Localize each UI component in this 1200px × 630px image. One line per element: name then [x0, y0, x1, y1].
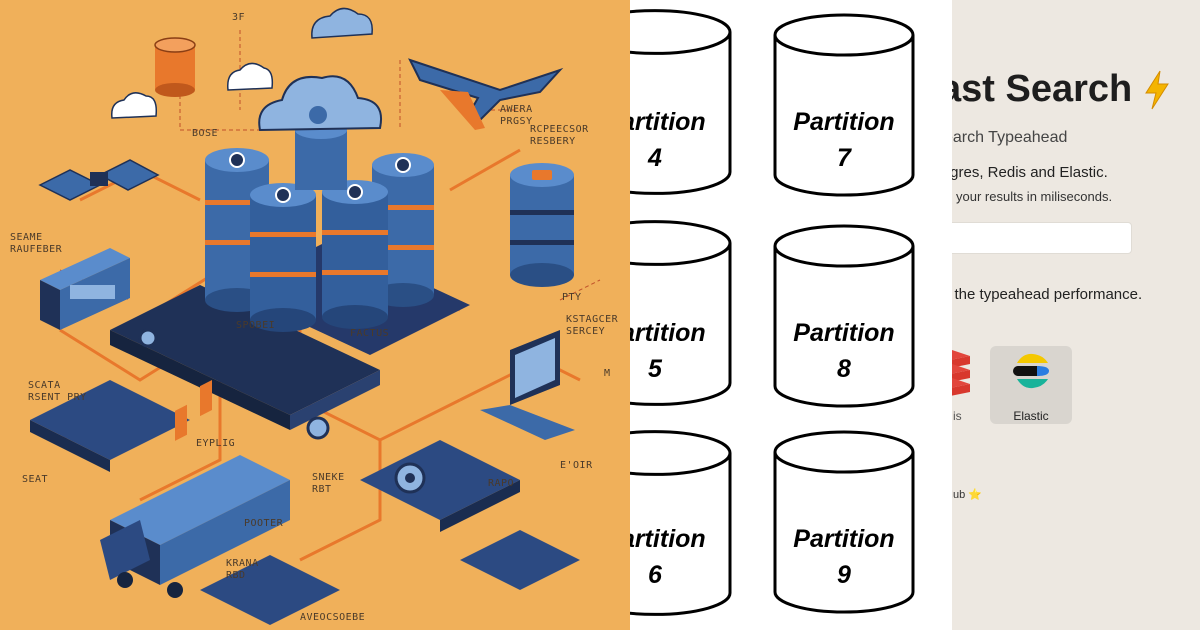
partition-label-8: Partition [793, 319, 894, 347]
laptop-icon [480, 330, 575, 440]
ill-label-8: EYPLIG [196, 438, 235, 449]
partition-cylinder-9: Partition 9 [773, 430, 915, 614]
satellite-icon [38, 159, 160, 201]
airplane-icon [408, 58, 564, 130]
partition-cylinder-7: Partition 7 [773, 13, 915, 197]
partition-label-5: Partition [630, 319, 706, 347]
partition-cylinder-8: Partition 8 [773, 224, 915, 408]
ill-label-14: AVEOCSOEBE [300, 612, 365, 623]
partition-number-8: 8 [837, 355, 851, 383]
partition-label-9: Partition [793, 525, 894, 553]
elastic-icon [1013, 353, 1049, 389]
ill-label-0: 3F [232, 12, 245, 23]
partition-cylinder-4: Partition 4 [630, 9, 732, 195]
database-cylinders [205, 148, 574, 332]
storage-bucket-icon [154, 37, 196, 97]
ill-label-18: M [604, 368, 611, 379]
performance-text: e the typeahead performance. [952, 286, 1143, 303]
partition-label-7: Partition [793, 108, 894, 136]
search-input[interactable] [952, 222, 1132, 254]
ill-label-6: SPOBEI [236, 320, 275, 331]
ill-label-16: BOSE [192, 128, 218, 139]
truck-icon [100, 379, 290, 598]
partition-number-7: 7 [837, 144, 852, 172]
description-line-1: tgres, Redis and Elastic. [952, 164, 1108, 181]
ill-label-12: E'OIR [560, 460, 593, 471]
ill-label-10: POOTER [244, 518, 284, 529]
partition-cylinder-6: Partition 6 [630, 430, 732, 616]
cloud-icons [111, 7, 373, 119]
page-title: ast Search [952, 68, 1133, 110]
partition-number-5: 5 [648, 355, 663, 383]
ill-label-15: SEAT [22, 474, 48, 485]
page-title-row: ast Search [952, 68, 1171, 111]
redis-tile[interactable] [952, 346, 970, 424]
elastic-tile-label: Elastic [1013, 409, 1049, 423]
ill-label-17: PTY [562, 292, 582, 303]
redis-tile-label: is [953, 409, 962, 423]
partition-label-6: Partition [630, 525, 706, 553]
page-subtitle: earch Typeahead [952, 129, 1068, 146]
partition-cylinder-5: Partition 5 [630, 220, 732, 406]
elastic-tile[interactable]: Elastic [990, 346, 1072, 424]
description-line-2: your results in miliseconds. [956, 189, 1113, 204]
github-link[interactable]: tHub ⭐ [952, 489, 982, 501]
partition-diagram: Partition 4 Partition 5 Partition 6 Part… [630, 0, 952, 630]
gear-icons [138, 328, 426, 494]
partition-label-4: Partition [630, 108, 706, 136]
cloud-server-icon [258, 75, 382, 190]
redis-icon [952, 350, 970, 396]
ill-label-11: RAPO [488, 478, 514, 489]
lightning-bolt-icon [1144, 70, 1169, 110]
server-rack-icon [40, 248, 130, 330]
partition-number-4: 4 [647, 144, 662, 172]
partition-number-9: 9 [837, 561, 851, 589]
partition-cylinders: Partition 4 Partition 5 Partition 6 Part… [630, 9, 915, 616]
partition-number-6: 6 [648, 561, 663, 589]
fast-search-app: ast Search earch Typeahead tgres, Redis … [952, 0, 1200, 630]
ill-label-7: FACTUS [350, 328, 389, 339]
